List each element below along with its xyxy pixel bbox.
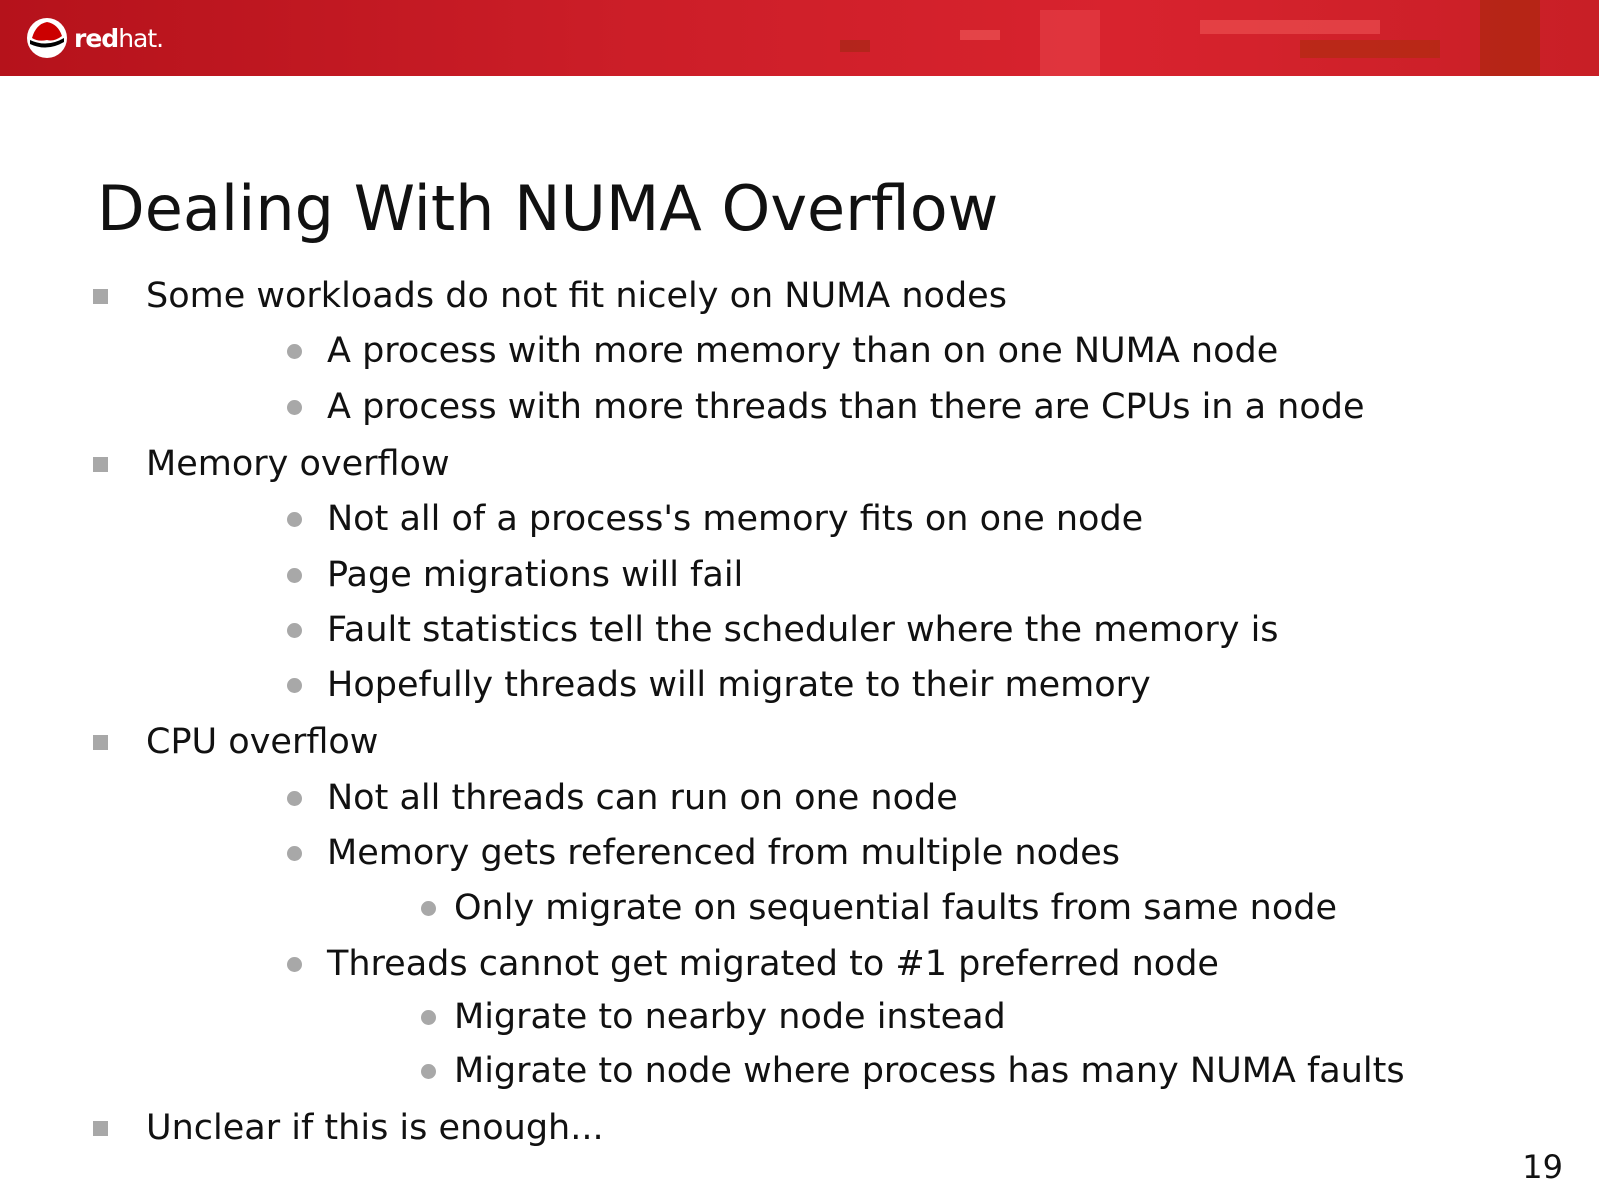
round-bullet-icon — [287, 678, 302, 693]
bullet-item-level-3: Migrate to node where process has many N… — [421, 1051, 1405, 1091]
bullet-text: Unclear if this is enough... — [146, 1108, 604, 1148]
bullet-text: Fault statistics tell the scheduler wher… — [327, 610, 1279, 650]
bullet-text: Page migrations will fail — [327, 555, 744, 595]
bullet-item-level-2: Hopefully threads will migrate to their … — [287, 665, 1151, 705]
round-bullet-icon — [421, 1064, 436, 1079]
bullet-text: Migrate to node where process has many N… — [454, 1051, 1405, 1091]
round-bullet-icon — [287, 568, 302, 583]
bullet-text: A process with more threads than there a… — [327, 387, 1365, 427]
round-bullet-icon — [287, 344, 302, 359]
square-bullet-icon — [93, 457, 108, 472]
slide-title: Dealing With NUMA Overflow — [97, 172, 999, 245]
bullet-item-level-1: CPU overflow — [93, 722, 379, 762]
round-bullet-icon — [421, 1010, 436, 1025]
bullet-item-level-3: Migrate to nearby node instead — [421, 997, 1006, 1037]
bullet-item-level-2: A process with more threads than there a… — [287, 387, 1365, 427]
logo-text: redhat. — [74, 23, 164, 53]
bullet-item-level-2: Not all threads can run on one node — [287, 778, 958, 818]
bullet-text: A process with more memory than on one N… — [327, 331, 1279, 371]
square-bullet-icon — [93, 289, 108, 304]
bullet-text: Migrate to nearby node instead — [454, 997, 1006, 1037]
square-bullet-icon — [93, 1121, 108, 1136]
bullet-item-level-2: A process with more memory than on one N… — [287, 331, 1279, 371]
bullet-item-level-2: Threads cannot get migrated to #1 prefer… — [287, 944, 1219, 984]
round-bullet-icon — [287, 846, 302, 861]
bullet-item-level-2: Not all of a process's memory fits on on… — [287, 499, 1144, 539]
square-bullet-icon — [93, 735, 108, 750]
round-bullet-icon — [287, 791, 302, 806]
round-bullet-icon — [287, 512, 302, 527]
bullet-text: Only migrate on sequential faults from s… — [454, 888, 1338, 928]
bullet-text: Memory gets referenced from multiple nod… — [327, 833, 1120, 873]
round-bullet-icon — [287, 957, 302, 972]
page-number: 19 — [1522, 1148, 1563, 1186]
bullet-text: Not all of a process's memory fits on on… — [327, 499, 1144, 539]
bullet-item-level-2: Page migrations will fail — [287, 555, 744, 595]
bullet-item-level-3: Only migrate on sequential faults from s… — [421, 888, 1338, 928]
shadowman-icon — [27, 18, 67, 58]
bullet-item-level-2: Fault statistics tell the scheduler wher… — [287, 610, 1279, 650]
round-bullet-icon — [421, 901, 436, 916]
bullet-text: Memory overflow — [146, 444, 450, 484]
bullet-text: Not all threads can run on one node — [327, 778, 958, 818]
round-bullet-icon — [287, 400, 302, 415]
round-bullet-icon — [287, 623, 302, 638]
bullet-text: Some workloads do not fit nicely on NUMA… — [146, 276, 1007, 316]
bullet-item-level-1: Memory overflow — [93, 444, 450, 484]
slide-header-banner: redhat. — [0, 0, 1599, 76]
bullet-text: CPU overflow — [146, 722, 379, 762]
bullet-item-level-1: Unclear if this is enough... — [93, 1108, 604, 1148]
bullet-item-level-2: Memory gets referenced from multiple nod… — [287, 833, 1120, 873]
bullet-text: Hopefully threads will migrate to their … — [327, 665, 1151, 705]
bullet-item-level-1: Some workloads do not fit nicely on NUMA… — [93, 276, 1007, 316]
bullet-text: Threads cannot get migrated to #1 prefer… — [327, 944, 1219, 984]
redhat-logo: redhat. — [26, 16, 164, 60]
